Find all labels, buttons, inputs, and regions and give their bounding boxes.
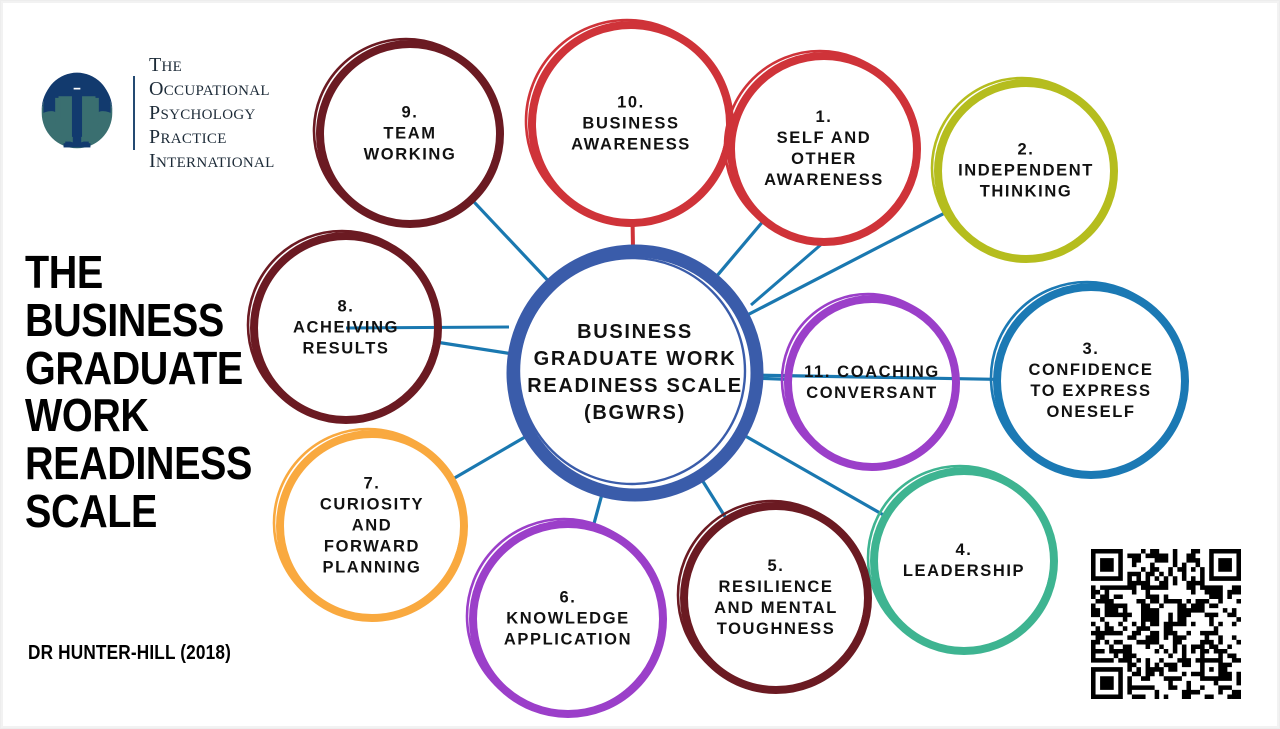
node-circle-4[interactable] <box>866 464 1058 655</box>
logo-wordmark: The Occupational Psychology Practice Int… <box>149 53 275 173</box>
connector-to-node-9 <box>472 200 550 283</box>
node-circle-2[interactable] <box>930 76 1118 263</box>
connector-to-node-6 <box>592 494 604 525</box>
author-byline: DR HUNTER-HILL (2018) <box>28 642 232 664</box>
page-title: THE BUSINESS GRADUATE WORK READINESS SCA… <box>25 246 252 538</box>
node-circle-9[interactable] <box>312 37 504 228</box>
logo-divider <box>133 76 135 150</box>
logo-line-3: Psychology <box>149 102 256 124</box>
connector-to-node-7 <box>453 434 527 480</box>
connector-to-node-8 <box>439 341 511 356</box>
canvas-edge-bottom <box>1 726 1279 728</box>
canvas-edge-right <box>1277 1 1279 728</box>
psi-logo-icon <box>41 72 113 149</box>
logo-line-2: Occupational <box>149 78 270 100</box>
connector-to-node-4 <box>743 434 885 517</box>
node-circle-1[interactable] <box>723 49 921 246</box>
qr-code[interactable] <box>1091 549 1241 699</box>
organisation-logo: The Occupational Psychology Practice Int… <box>35 53 275 173</box>
connector-to-node-1 <box>715 221 764 278</box>
connector-to-node-2 <box>746 211 946 317</box>
canvas-edge-left <box>1 1 3 728</box>
node-circle-11[interactable] <box>780 292 960 471</box>
node-circle-3[interactable] <box>989 280 1189 479</box>
connector-secondary-1 <box>750 240 825 307</box>
logo-line-4: Practice <box>149 126 227 148</box>
node-circle-8[interactable] <box>246 229 442 424</box>
node-circle-7[interactable] <box>272 427 468 622</box>
node-circle-5[interactable] <box>676 499 872 694</box>
qr-modules-path <box>1091 549 1241 699</box>
node-circle-6[interactable] <box>465 517 667 718</box>
logo-line-5: International <box>149 150 275 172</box>
connector-to-node-5 <box>700 478 727 519</box>
logo-line-1: The <box>149 54 183 76</box>
connector-secondary-0 <box>345 325 510 330</box>
canvas-edge-top <box>1 1 1279 3</box>
node-circle-10[interactable] <box>524 18 734 227</box>
